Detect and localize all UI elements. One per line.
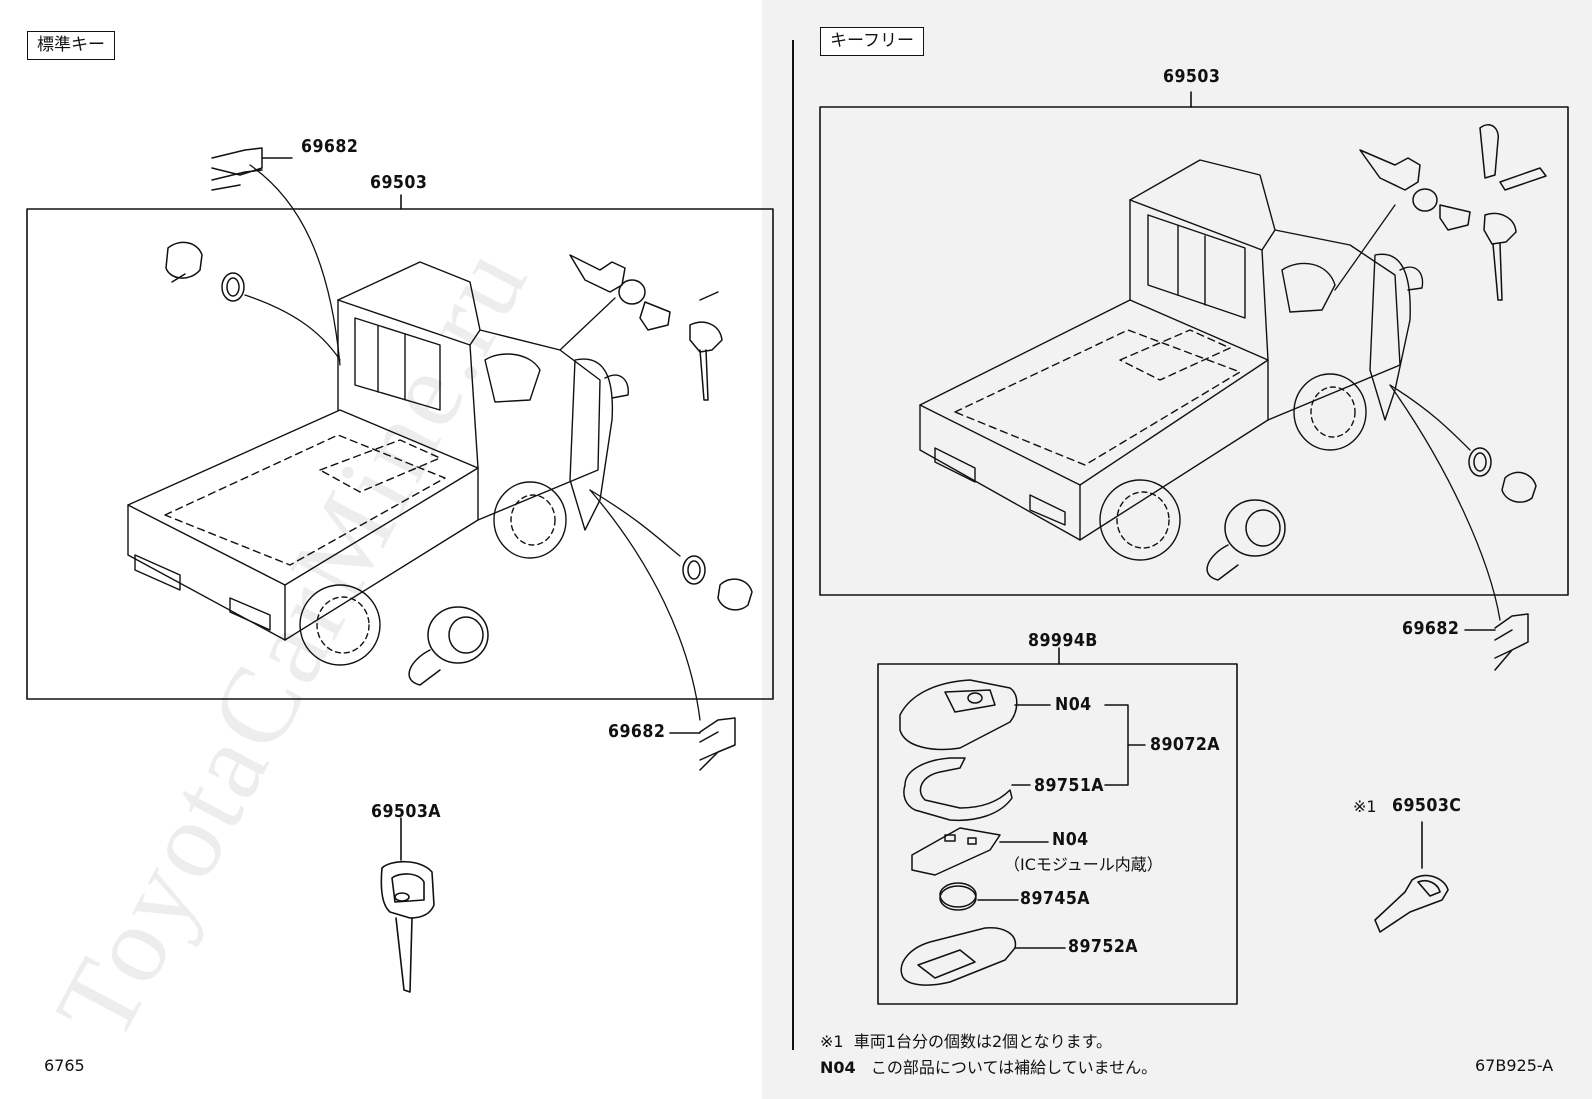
label-69503A: 69503A <box>371 801 442 822</box>
right-door-cylinder <box>1468 447 1537 503</box>
right-truck-illustration <box>919 159 1424 561</box>
note-2-mark: N04 <box>820 1058 856 1077</box>
right-assembly-box <box>819 106 1569 596</box>
right-door-clip <box>1464 613 1529 671</box>
label-69682-right: 69682 <box>1402 618 1460 639</box>
label-69503-left: 69503 <box>370 172 428 193</box>
left-door-cylinder-top <box>165 241 245 302</box>
label-89072A: 89072A <box>1150 734 1221 755</box>
label-N04-cover: N04 <box>1055 694 1092 715</box>
right-ignition-lock <box>1359 124 1547 301</box>
note-1-text: 車両1台分の個数は2個となります。 <box>853 1032 1113 1051</box>
label-89751A: 89751A <box>1034 775 1105 796</box>
left-ignition-lock <box>569 254 723 401</box>
left-truck-illustration <box>127 261 629 666</box>
label-89752A: 89752A <box>1068 936 1139 957</box>
footer-left-code: 6765 <box>44 1056 85 1075</box>
note-2-text: この部品については補給していません。 <box>870 1058 1158 1077</box>
label-69682-left-top: 69682 <box>301 136 359 157</box>
right-key-69503C <box>1374 821 1449 933</box>
label-note-mark-69503C: ※1 <box>1353 797 1377 816</box>
section-title-standard-key: 標準キー <box>27 31 115 60</box>
label-69503-right: 69503 <box>1163 66 1221 87</box>
note-1: ※1 車両1台分の個数は2個となります。 <box>820 1028 1112 1052</box>
section-divider <box>792 40 794 1050</box>
label-69503C: 69503C <box>1392 795 1462 816</box>
left-fuel-cap <box>408 606 489 686</box>
right-fuel-cap <box>1206 499 1286 581</box>
note-1-mark: ※1 <box>820 1032 844 1051</box>
label-89994B: 89994B <box>1028 630 1098 651</box>
label-ic-module-note: （ICモジュール内蔵） <box>1004 855 1163 874</box>
left-door-cylinder-bottom <box>682 555 753 611</box>
section-title-keyfree: キーフリー <box>820 27 924 56</box>
left-door-clip-bottom <box>669 717 736 771</box>
label-N04-module: N04 <box>1052 829 1089 850</box>
footer-right-code: 67B925-A <box>1475 1056 1554 1075</box>
left-door-clip-top <box>211 147 293 191</box>
label-89745A: 89745A <box>1020 888 1091 909</box>
note-2: N04 この部品については補給していません。 <box>820 1054 1157 1078</box>
smart-key-kit-box <box>877 663 1238 1005</box>
left-assembly-box <box>26 208 774 700</box>
left-key-69503A <box>380 817 435 993</box>
label-69682-left-bottom: 69682 <box>608 721 666 742</box>
keyfree-section-background <box>762 0 1592 1099</box>
smart-key-parts <box>899 679 1146 986</box>
